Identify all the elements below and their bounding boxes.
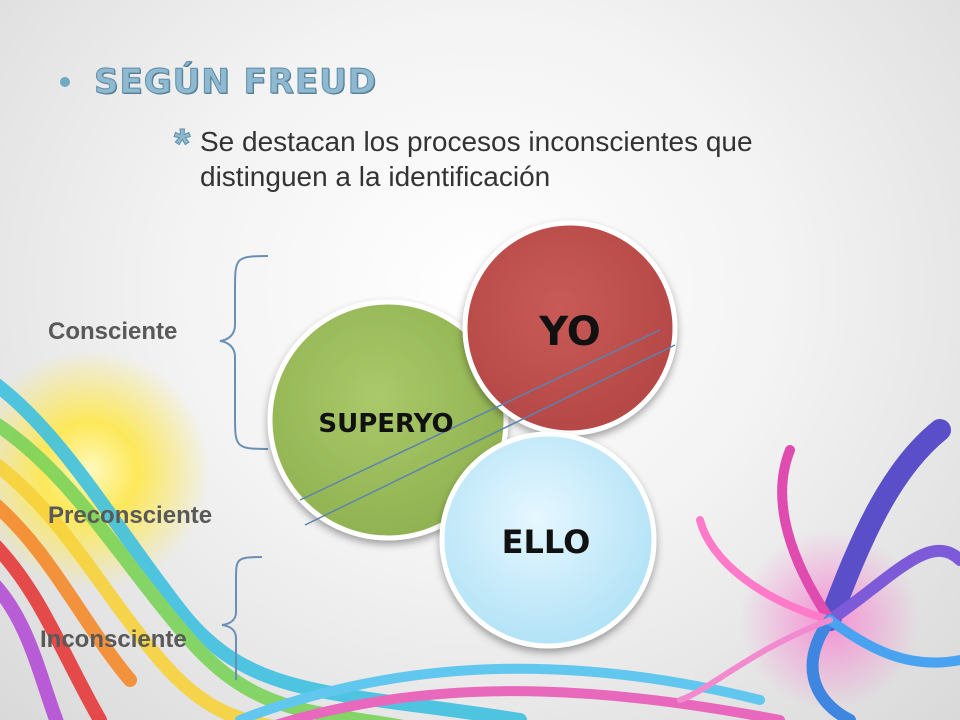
slide-title: SEGÚN FREUD bbox=[94, 62, 377, 103]
circle-superyo bbox=[267, 299, 509, 541]
bracket-consciente bbox=[219, 255, 269, 450]
divider-line-upper bbox=[299, 329, 661, 501]
level-label-preconsciente: Preconsciente bbox=[48, 502, 213, 529]
asterisk-icon: * bbox=[174, 120, 191, 167]
circle-yo bbox=[462, 220, 678, 436]
label-yo: YO bbox=[538, 309, 601, 355]
level-label-consciente: Consciente bbox=[48, 318, 178, 345]
circle-ello bbox=[439, 431, 657, 649]
bullet-dot-icon bbox=[60, 77, 70, 87]
bracket-inconsciente bbox=[221, 556, 263, 680]
subpoint: * Se destacan los procesos inconscientes… bbox=[174, 120, 840, 194]
heading: SEGÚN FREUD bbox=[60, 62, 377, 103]
divider-line-lower bbox=[304, 344, 676, 526]
label-superyo: SUPERYO bbox=[318, 409, 453, 439]
level-label-inconsciente: Inconsciente bbox=[40, 626, 187, 653]
label-ello: ELLO bbox=[502, 523, 591, 561]
subpoint-text: Se destacan los procesos inconscientes q… bbox=[200, 126, 753, 192]
